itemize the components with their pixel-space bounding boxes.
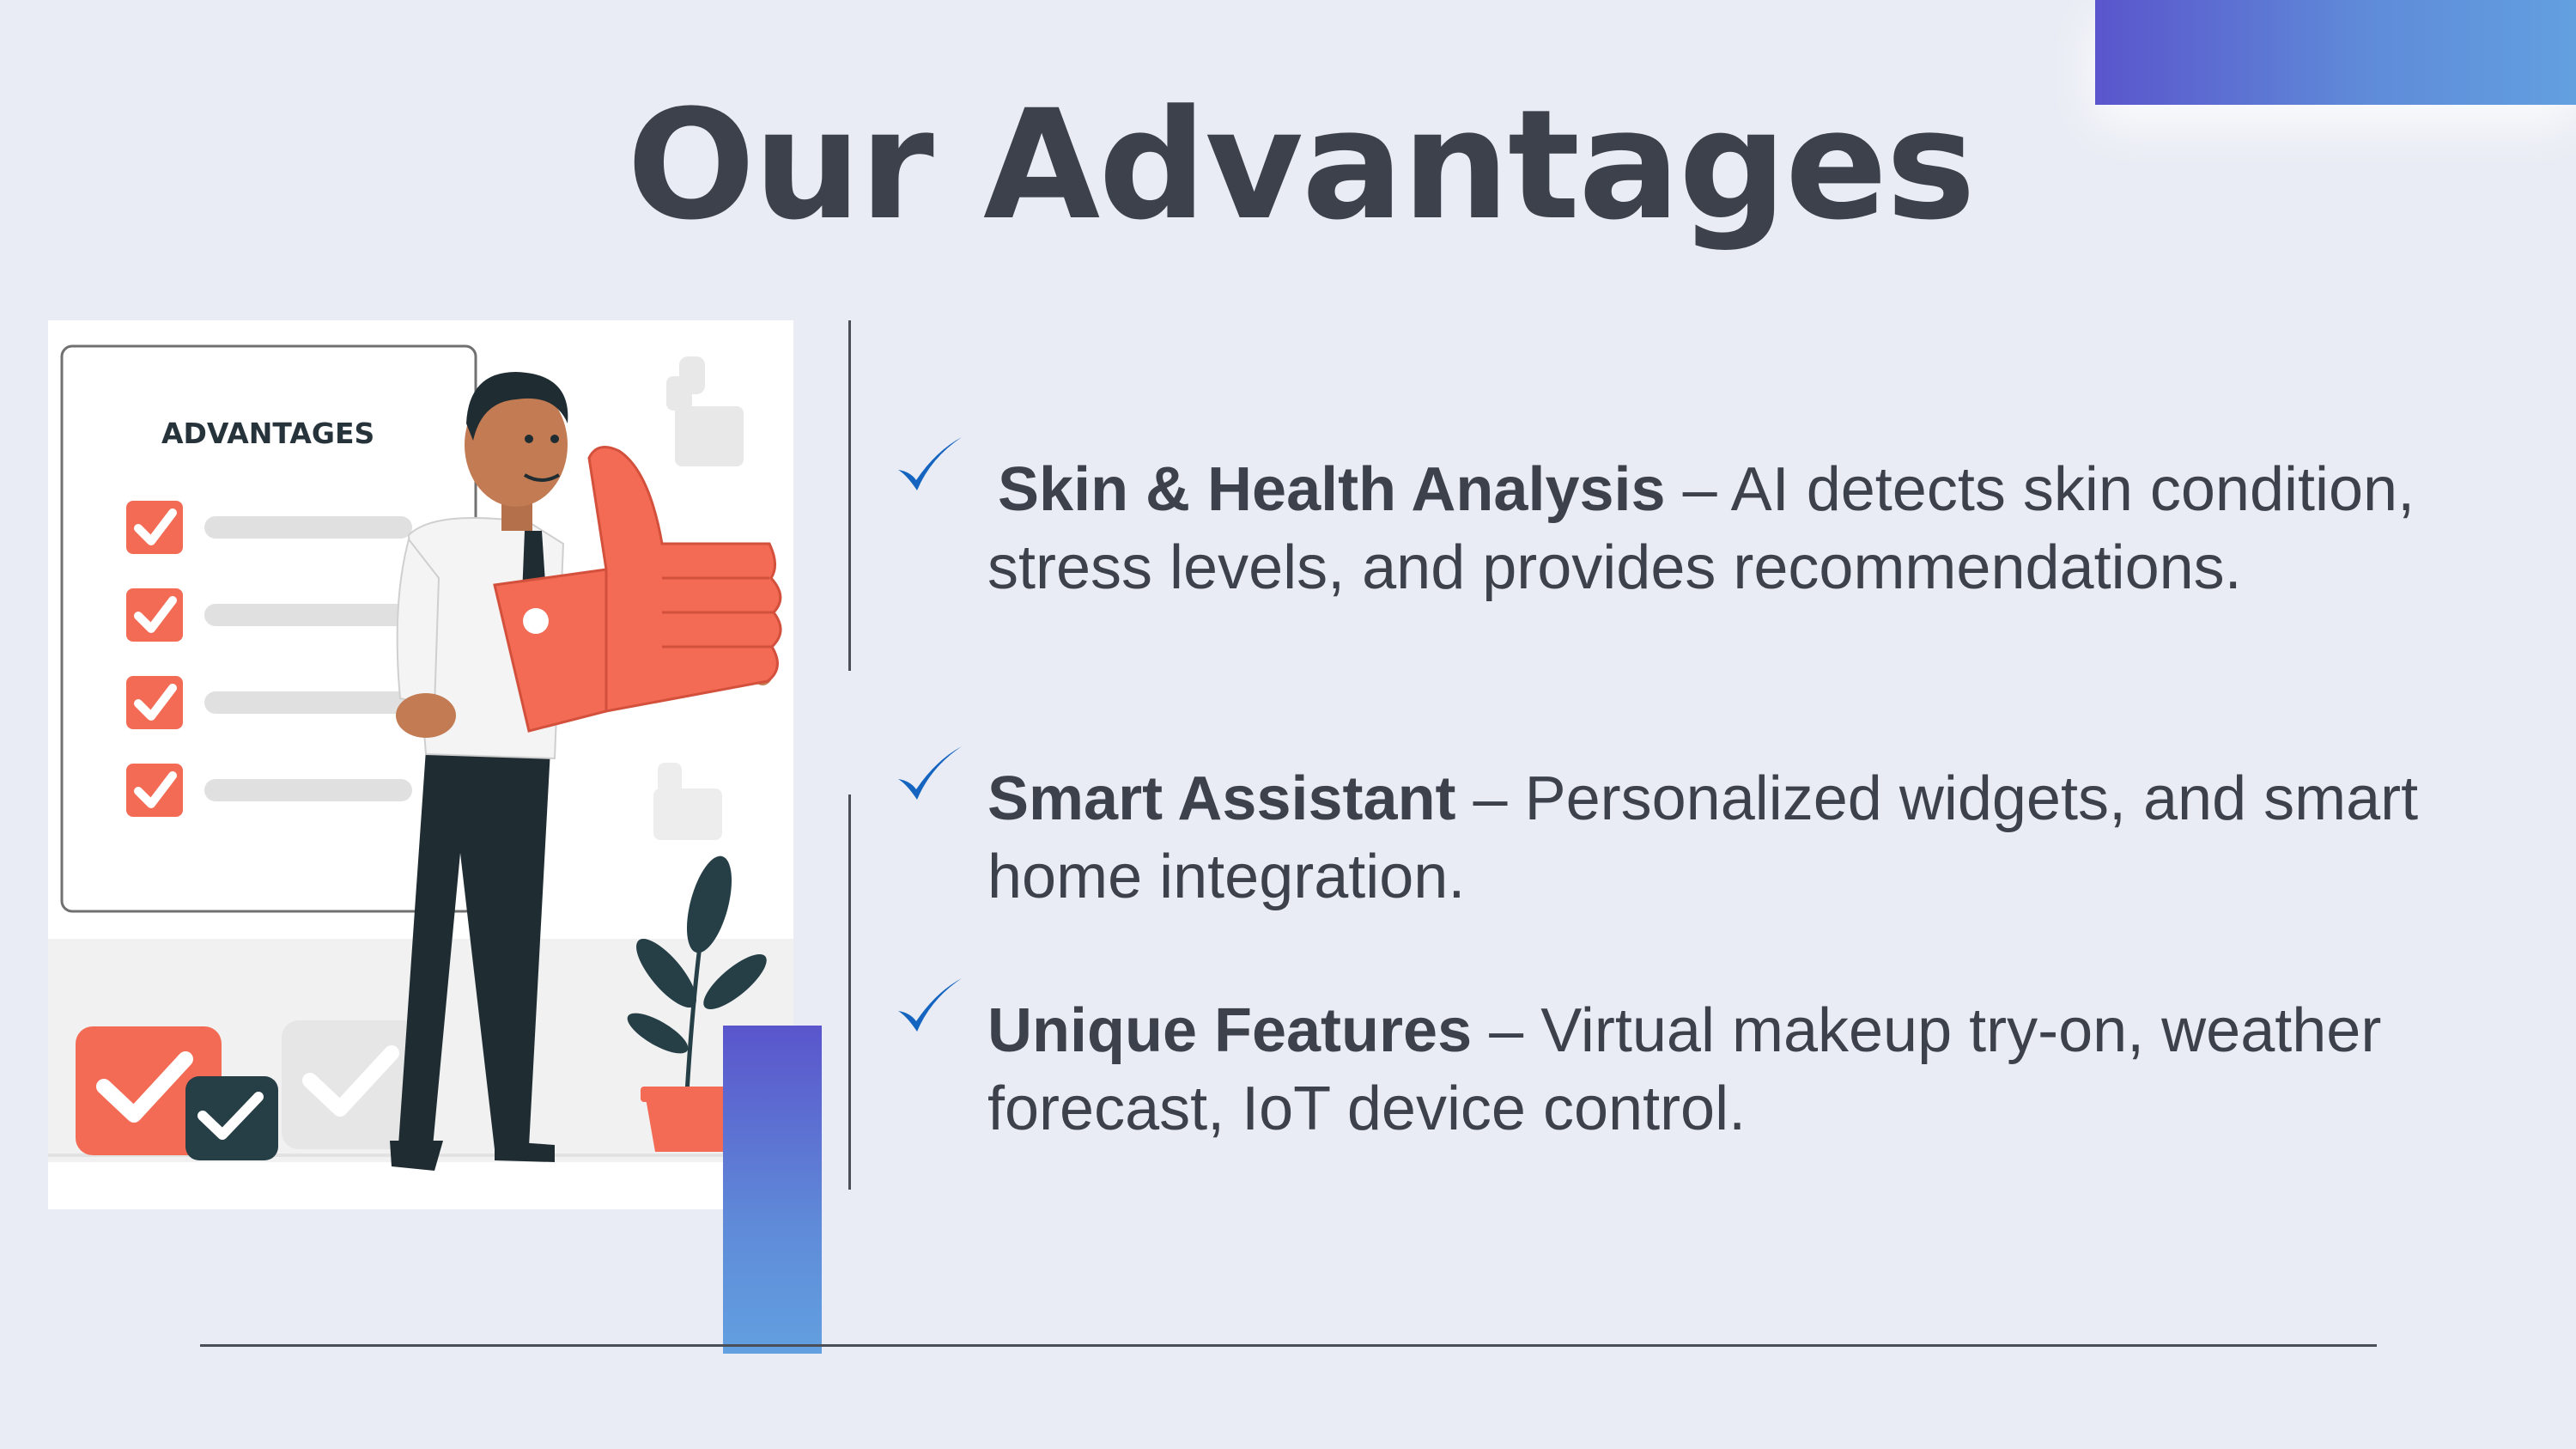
checklist-item [126,676,412,729]
advantage-title: Skin & Health Analysis [998,455,1666,524]
advantage-title: Smart Assistant [987,764,1456,833]
thumbs-up-icon [493,446,782,733]
advantage-text: Skin & Health Analysis – AI detects skin… [987,451,2533,607]
advantage-description: AI detects skin condition, stress levels… [987,455,2415,602]
plant-icon [627,855,767,1152]
thumbs-up-icon [653,763,722,840]
checklist-item [126,764,412,817]
advantage-text: Unique Features – Virtual makeup try-on,… [987,992,2533,1148]
advantage-description: Virtual makeup try-on, weather forecast,… [987,996,2382,1143]
vertical-accent-bar [723,1026,822,1354]
advantage-description: Personalized widgets, and smart home int… [987,764,2419,911]
advantage-separator: – [1455,764,1525,833]
checkmark-icon [898,978,962,1032]
advantage-separator: – [1665,455,1731,524]
vertical-divider [848,320,851,671]
checklist-item [126,501,412,554]
badge-check-icon [282,1020,428,1149]
checklist-board: ADVANTAGES [60,344,477,913]
badge-check-icon [185,1076,278,1160]
thumbs-up-icon [666,356,744,466]
checkmark-icon [898,437,962,490]
vertical-divider [848,795,851,1190]
checklist-item [126,588,412,642]
slide-title: Our Advantages [627,77,1976,253]
advantage-separator: – [1472,996,1541,1065]
advantage-title: Unique Features [987,996,1473,1065]
corner-accent-bar [2095,0,2576,105]
checklist-heading: ADVANTAGES [161,417,374,450]
checkmark-icon [898,746,962,800]
advantages-illustration: ADVANTAGES [48,320,793,1209]
advantage-text: Smart Assistant – Personalized widgets, … [987,760,2533,916]
footer-rule [200,1344,2377,1347]
badge-check-icon [76,1026,222,1155]
